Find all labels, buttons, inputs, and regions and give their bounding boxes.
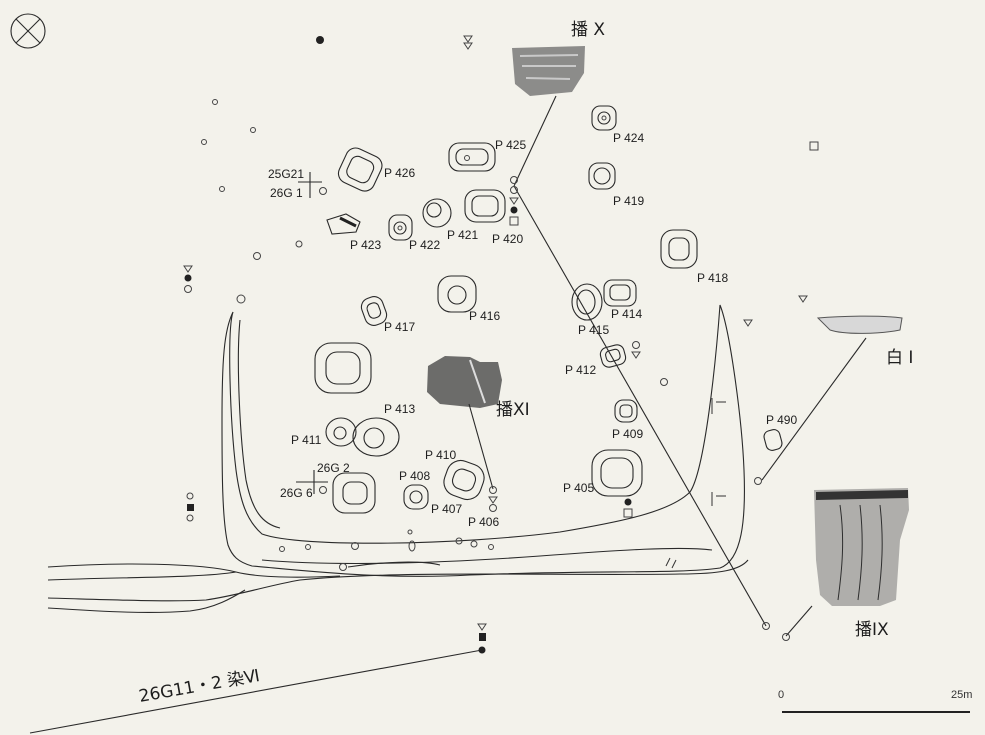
survey-markers — [183, 35, 819, 654]
label-p490: P 490 — [766, 413, 797, 427]
label-p405: P 405 — [563, 481, 594, 495]
artifact-xi-drawing — [427, 356, 502, 408]
label-p406: P 406 — [468, 515, 499, 529]
label-p413: P 413 — [384, 402, 415, 416]
label-p414: P 414 — [611, 307, 642, 321]
label-p422: P 422 — [409, 238, 440, 252]
pit-p415 — [571, 283, 603, 321]
ditch-hatch — [665, 398, 726, 569]
pit-p413-large — [314, 342, 372, 394]
pit-p408 — [403, 484, 429, 510]
pit-p412 — [599, 344, 627, 368]
label-p415: P 415 — [578, 323, 609, 337]
pit-p410 — [443, 459, 485, 501]
label-artifact-zome6: 26G11・2 染Ⅵ — [137, 666, 261, 707]
scale-start-label: 0 — [778, 689, 784, 701]
label-p412: P 412 — [565, 363, 596, 377]
label-p424: P 424 — [613, 131, 644, 145]
label-p420: P 420 — [492, 232, 523, 246]
north-arrow-icon — [10, 13, 46, 49]
artifact-ix-drawing — [814, 488, 909, 606]
pit-p426 — [337, 147, 383, 192]
pit-p421 — [422, 198, 452, 228]
ditch-outline — [47, 304, 749, 613]
label-artifact-x: 播 X — [571, 20, 605, 40]
scale-end-label: 25m — [951, 689, 972, 701]
label-p418: P 418 — [697, 271, 728, 285]
label-p425: P 425 — [495, 138, 526, 152]
artifact-shiro1-drawing — [816, 315, 903, 334]
label-p411: P 411 — [291, 433, 322, 447]
pit-p413 — [352, 417, 400, 457]
label-p408: P 408 — [399, 469, 430, 483]
label-26g1: 26G 1 — [270, 186, 303, 200]
label-p423: P 423 — [350, 238, 381, 252]
scale-bar: 0 25m — [778, 689, 972, 713]
pit-p407-large — [332, 472, 376, 514]
label-artifact-ix: 播IX — [855, 620, 889, 640]
label-artifact-shiro1: 白 I — [886, 348, 913, 368]
label-p416: P 416 — [469, 309, 500, 323]
label-p419: P 419 — [613, 194, 644, 208]
label-p417: P 417 — [384, 320, 415, 334]
label-25g21: 25G21 — [268, 167, 304, 181]
artifact-x-drawing — [512, 46, 585, 96]
grid-cross-25g21 — [298, 172, 322, 198]
pit-p409 — [614, 399, 638, 423]
label-26g2: 26G 2 — [317, 461, 350, 475]
pit-p417 — [360, 296, 388, 326]
grid-cross-26g2 — [296, 470, 328, 494]
pit-p414 — [603, 279, 637, 307]
label-p426: P 426 — [384, 166, 415, 180]
pit-p419 — [588, 162, 616, 190]
pit-p420 — [464, 189, 506, 223]
pit-p405 — [591, 449, 643, 497]
label-p410: P 410 — [425, 448, 456, 462]
pit-p411 — [325, 417, 357, 447]
label-artifact-xi: 播XI — [496, 400, 530, 420]
label-26g6: 26G 6 — [280, 486, 313, 500]
pit-p490 — [763, 429, 783, 451]
pit-p416 — [437, 275, 477, 313]
pit-p424 — [591, 105, 617, 131]
pit-p422 — [388, 214, 413, 241]
pit-p418 — [660, 229, 698, 269]
label-p421: P 421 — [447, 228, 478, 242]
leader-lines — [29, 95, 867, 734]
pit-p425 — [448, 142, 496, 172]
pit-p423 — [326, 213, 361, 235]
label-p407: P 407 — [431, 502, 462, 516]
label-p409: P 409 — [612, 427, 643, 441]
